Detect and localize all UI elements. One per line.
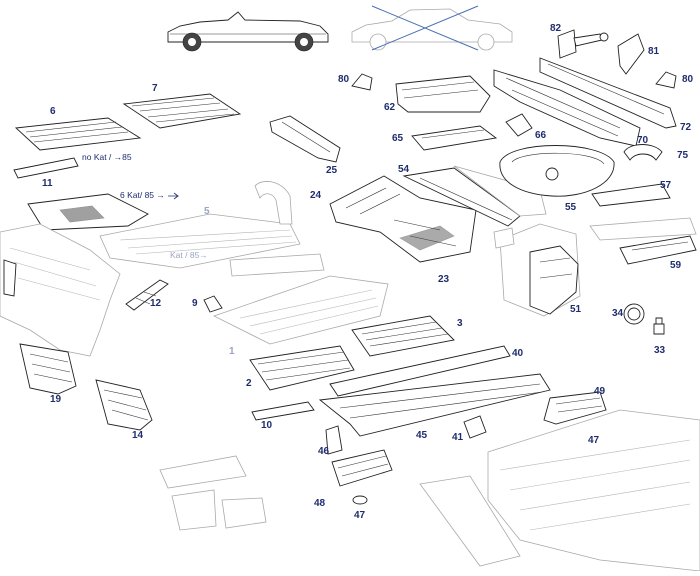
coupe-car-crossed-drawing (351, 5, 513, 51)
part-19-drawing (19, 343, 77, 395)
part-82-drawing (557, 29, 609, 59)
part-7-label: 7 (152, 83, 158, 94)
part-11-drawing (13, 157, 79, 179)
part-1-label: 1 (229, 346, 235, 357)
part-3-label: 3 (457, 318, 463, 329)
part-9-label: 9 (192, 298, 198, 309)
part-48-label: 48 (314, 498, 326, 509)
part-59-label: 59 (670, 260, 682, 271)
part-33-label: 33 (654, 345, 666, 356)
part-75-label: 75 (677, 150, 689, 161)
part-14-label: 14 (132, 430, 144, 441)
part-57-label: 57 (660, 180, 672, 191)
part-70-label: 70 (637, 135, 649, 146)
part-7-drawing (122, 93, 242, 129)
part-55-drawing (499, 145, 615, 197)
part-41-drawing (463, 415, 487, 439)
part-75-drawing (623, 144, 663, 161)
part-24-label: 24 (310, 190, 322, 201)
part-55-label: 55 (565, 202, 577, 213)
note-6-kat-85: 6 Kat/ 85 → (120, 190, 165, 200)
part-81-label: 81 (648, 46, 660, 57)
part-14-drawing (95, 379, 153, 431)
rear-body-drawing (419, 409, 700, 572)
part-80b-drawing (655, 71, 677, 89)
part-48-drawing (331, 449, 393, 487)
part-49-drawing (543, 391, 607, 425)
part-25-drawing (269, 115, 341, 163)
part-34-drawing (623, 303, 645, 325)
bottom-left-pieces-drawing (159, 455, 267, 531)
part-9-drawing (203, 295, 223, 313)
part-47a-label: 47 (588, 435, 600, 446)
part-19-label: 19 (50, 394, 62, 405)
part-51-label: 51 (570, 304, 582, 315)
part-2-drawing (249, 345, 355, 391)
part-62-label: 62 (384, 102, 396, 113)
part-3-drawing (351, 315, 455, 357)
part-47b-label: 47 (354, 510, 366, 521)
part-51-drawing (493, 223, 581, 317)
part-47a-drawing (352, 495, 368, 505)
part-45-label: 45 (416, 430, 428, 441)
part-80a-label: 80 (338, 74, 350, 85)
note-kat-85: Kat / 85→ (170, 250, 208, 260)
part-23-label: 23 (438, 274, 450, 285)
part-81-drawing (617, 33, 645, 75)
part-80b-label: 80 (682, 74, 694, 85)
part-46-drawing (325, 425, 343, 455)
part-72-label: 72 (680, 122, 692, 133)
part-66-label: 66 (535, 130, 547, 141)
part-6-label: 6 (50, 106, 56, 117)
part-49-label: 49 (594, 386, 606, 397)
part-25-label: 25 (326, 165, 338, 176)
front-body-drawing (0, 223, 121, 357)
part-2-label: 2 (246, 378, 252, 389)
part-57-drawing (591, 183, 671, 207)
part-5-label: 5 (204, 206, 210, 217)
part-34-label: 34 (612, 308, 624, 319)
part-33-drawing (653, 317, 665, 335)
part-40-drawing (329, 345, 511, 397)
part-40-label: 40 (512, 348, 524, 359)
part-54-label: 54 (398, 164, 410, 175)
part-11-label: 11 (42, 178, 53, 189)
part-59-drawing (619, 235, 697, 265)
part-5-drawing (99, 181, 325, 277)
part-12-label: 12 (150, 298, 162, 309)
part-82-label: 82 (550, 23, 562, 34)
part-1-drawing (212, 275, 389, 345)
part-66-drawing (505, 113, 533, 137)
part-70-72-drawing (493, 57, 677, 147)
part-6-drawing (14, 117, 142, 151)
part-10-label: 10 (261, 420, 273, 431)
part-41-label: 41 (452, 432, 464, 443)
part-65-label: 65 (392, 133, 404, 144)
convertible-car-drawing (167, 11, 329, 52)
note-no-kat-85: no Kat / →85 (82, 152, 132, 162)
part-12-drawing (125, 279, 169, 311)
part-46-label: 46 (318, 446, 330, 457)
part-10-drawing (251, 401, 315, 421)
part-23-24-drawing (329, 175, 477, 263)
part-80a-drawing (351, 73, 373, 91)
part-65-drawing (411, 125, 498, 151)
